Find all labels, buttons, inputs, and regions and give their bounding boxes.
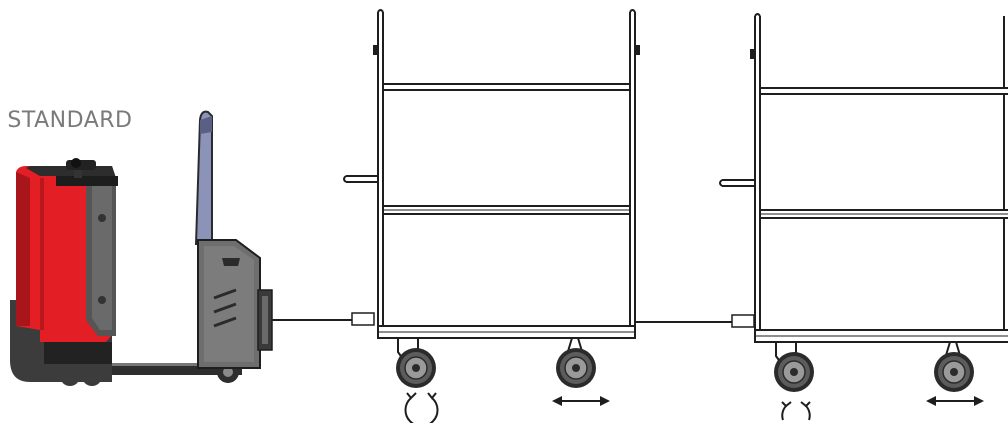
- cart-1-wheels: [395, 347, 597, 389]
- straight-track-arrow-icon: [552, 396, 610, 406]
- swivel-rotation-icon-2: [781, 401, 811, 421]
- tractor-backrest: [194, 110, 213, 245]
- swivel-rotation-icon: [404, 392, 439, 423]
- cart-2-wheels: [773, 351, 975, 393]
- caption-label: T STANDARD: [0, 108, 133, 133]
- tractor-platform: [112, 366, 242, 375]
- tractor-unit: [10, 110, 273, 386]
- straight-track-arrow-icon-2: [926, 396, 984, 406]
- shelf-cart-1: [343, 9, 640, 375]
- shelf-cart-2: [719, 13, 1008, 379]
- cart-hitch: [351, 312, 375, 326]
- cart-hitch-2: [731, 314, 755, 328]
